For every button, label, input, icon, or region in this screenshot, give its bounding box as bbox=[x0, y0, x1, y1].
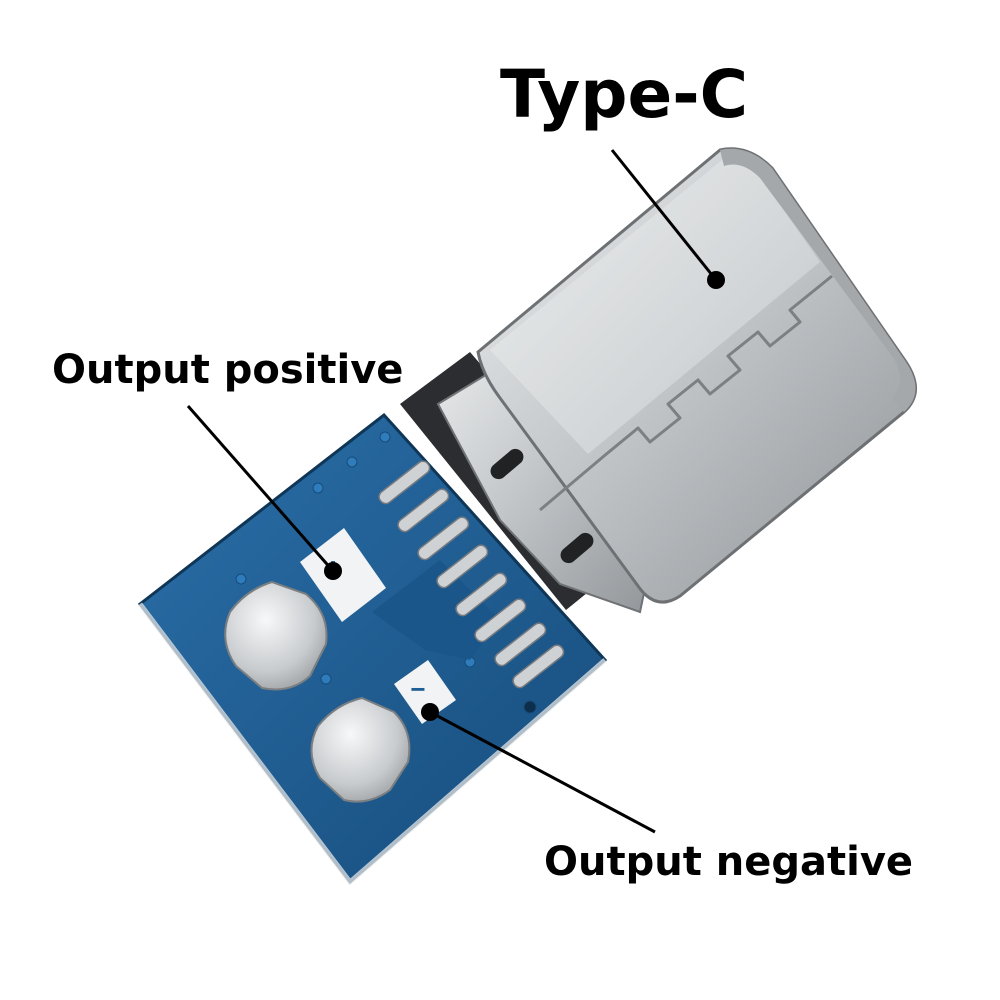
pin bbox=[512, 644, 565, 689]
pcb-trace-pour bbox=[372, 560, 500, 660]
pin bbox=[494, 622, 547, 667]
pin bbox=[397, 488, 450, 533]
pin bbox=[455, 572, 508, 617]
leader-dot-type-c bbox=[707, 271, 725, 289]
connector-pins bbox=[378, 460, 565, 689]
label-type-c: Type-C bbox=[500, 56, 749, 133]
silkscreen-minus-mark: − bbox=[410, 674, 425, 704]
leader-dot-positive bbox=[324, 562, 342, 580]
leader-line-positive bbox=[186, 405, 335, 572]
leader-line-type-c bbox=[610, 149, 718, 281]
silkscreen-positive-block bbox=[300, 528, 386, 622]
label-output-negative: Output negative bbox=[544, 839, 914, 885]
solder-pad-negative bbox=[310, 696, 411, 803]
pin bbox=[378, 460, 431, 505]
usb-type-c-board: + − bbox=[137, 147, 917, 886]
label-output-positive: Output positive bbox=[52, 347, 404, 393]
pin bbox=[474, 598, 527, 643]
shell-highlight bbox=[490, 159, 820, 455]
pin bbox=[417, 516, 470, 561]
pin bbox=[436, 544, 489, 589]
silkscreen-negative-block bbox=[394, 660, 456, 724]
callout-lines bbox=[186, 149, 725, 834]
pcb-edge-highlight bbox=[138, 602, 607, 886]
leader-line-negative bbox=[429, 710, 656, 834]
shell-slot bbox=[490, 448, 524, 480]
leader-dot-negative bbox=[421, 703, 439, 721]
pcb-vias bbox=[235, 431, 537, 714]
shell-seam bbox=[539, 274, 833, 512]
shell-slot bbox=[560, 532, 594, 564]
solder-pad-positive bbox=[224, 580, 328, 691]
